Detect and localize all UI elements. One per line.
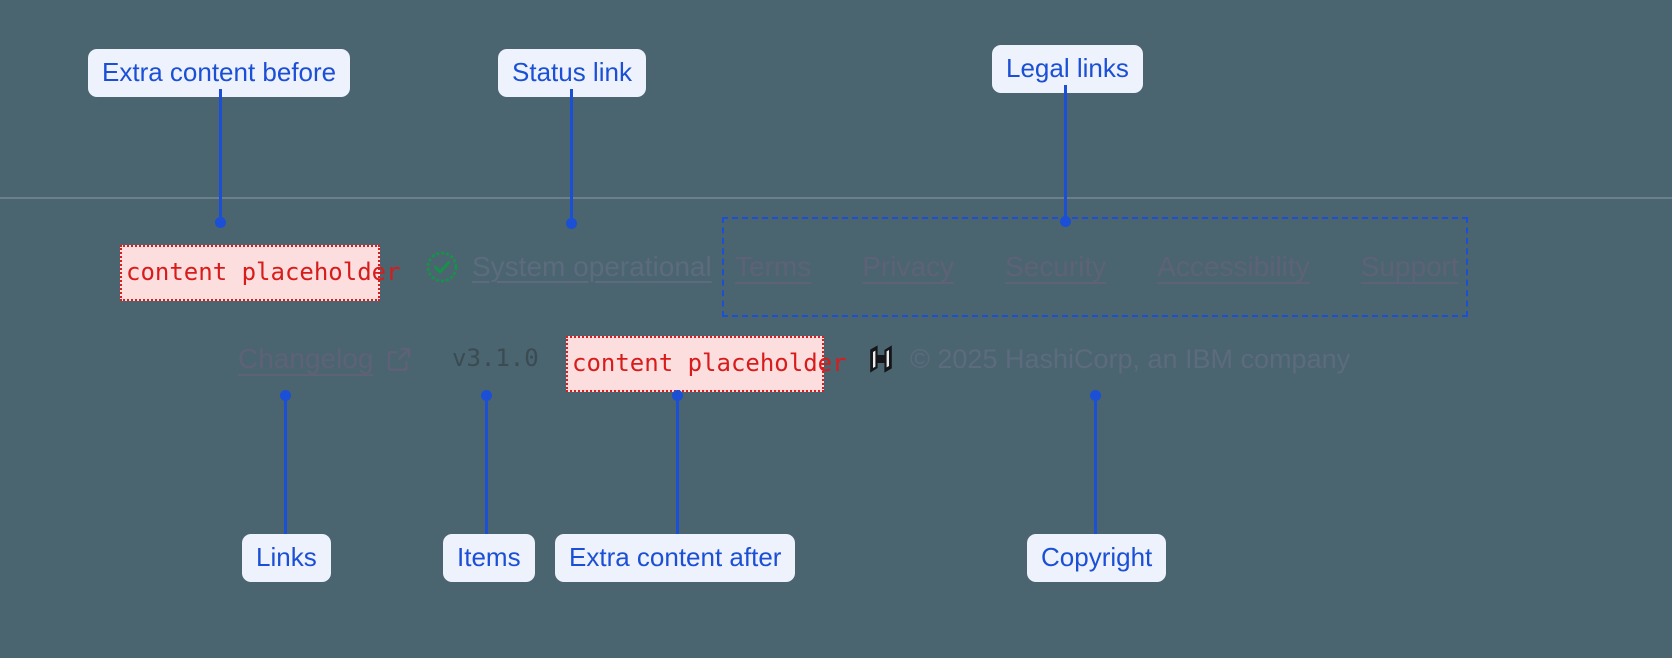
extra-content-before-placeholder: content placeholder <box>120 245 401 301</box>
legal-links-highlight-box <box>722 217 1468 317</box>
status-link-label: System operational <box>472 251 712 282</box>
status-link[interactable]: System operational <box>425 250 712 284</box>
changelog-link-label: Changelog <box>238 343 374 374</box>
connector-line-extra-before <box>219 89 222 222</box>
connector-dot-items <box>481 390 492 401</box>
connector-line-links <box>284 396 287 535</box>
callout-legal-links: Legal links <box>992 45 1143 93</box>
legal-link-security[interactable]: Security <box>1005 251 1107 282</box>
connector-dot-legal <box>1060 216 1071 227</box>
legal-link-terms[interactable]: Terms <box>735 251 812 282</box>
connector-line-status <box>570 89 573 222</box>
version-label: v3.1.0 <box>452 344 539 372</box>
connector-dot-links <box>280 390 291 401</box>
extra-content-after-placeholder: content placeholder <box>566 336 847 392</box>
connector-line-extra-after <box>676 396 679 535</box>
connector-line-legal <box>1064 85 1067 222</box>
check-circle-icon <box>425 250 459 284</box>
callout-extra-content-after: Extra content after <box>555 534 796 582</box>
callout-links: Links <box>242 534 331 582</box>
legal-link-support[interactable]: Support <box>1360 251 1459 282</box>
legal-link-accessibility[interactable]: Accessibility <box>1157 251 1310 282</box>
copyright-text: © 2025 HashiCorp, an IBM company <box>910 343 1351 374</box>
external-link-icon <box>384 344 414 374</box>
copyright-group: © 2025 HashiCorp, an IBM company <box>866 343 1350 375</box>
connector-dot-extra-after <box>672 390 683 401</box>
hashicorp-logo <box>866 343 896 375</box>
changelog-link[interactable]: Changelog <box>238 344 414 374</box>
callout-items: Items <box>443 534 535 582</box>
page-body-area <box>0 0 1672 197</box>
connector-dot-copyright <box>1090 390 1101 401</box>
legal-link-privacy[interactable]: Privacy <box>862 251 955 282</box>
connector-line-copyright <box>1094 396 1097 535</box>
connector-dot-status <box>566 218 577 229</box>
callout-copyright: Copyright <box>1027 534 1167 582</box>
legal-links-group: Terms Privacy Security Accessibility Sup… <box>735 253 1459 281</box>
connector-line-items <box>485 396 488 535</box>
connector-dot-extra-before <box>215 217 226 228</box>
footer-top-divider <box>0 197 1672 199</box>
